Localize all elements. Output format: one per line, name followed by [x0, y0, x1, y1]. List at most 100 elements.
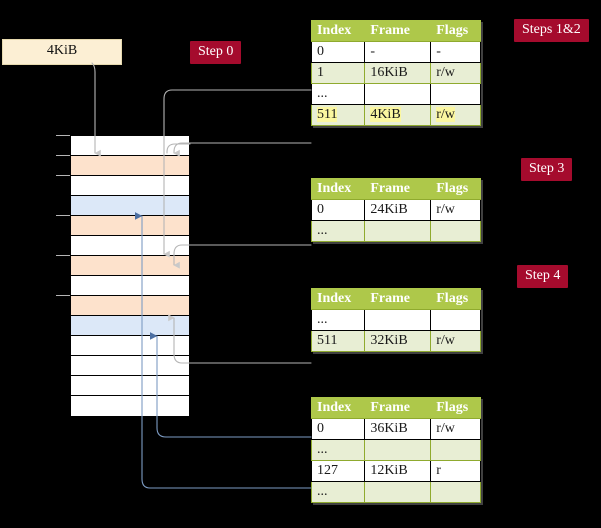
cell-text: 32KiB [370, 333, 408, 348]
memory-frame-row [71, 276, 189, 296]
memory-row-tick [56, 295, 70, 296]
cell-flags: r/w [430, 62, 481, 84]
badge-steps-1-2: Steps 1&2 [514, 19, 589, 42]
cell-frame: 12KiB [364, 460, 432, 482]
memory-frame-row [71, 396, 189, 416]
cell-frame: 16KiB [364, 62, 432, 84]
cell-text: ... [317, 86, 328, 101]
column-header-frame: Frame [364, 288, 432, 310]
column-header-flags: Flags [430, 20, 481, 42]
badge-step-3: Step 3 [521, 158, 573, 181]
cell-index: 0 [310, 418, 366, 440]
cell-text: ... [317, 484, 328, 499]
physical-memory-column [70, 135, 190, 416]
cell-index: ... [310, 309, 366, 331]
cell-index: 511 [310, 104, 366, 126]
cell-text: r/w [436, 421, 455, 436]
column-header-index: Index [310, 178, 366, 200]
column-header-index: Index [310, 20, 366, 42]
cell-index: 0 [310, 199, 366, 221]
memory-frame-row [71, 156, 189, 176]
cell-text: - [370, 44, 375, 59]
wire-table1-511-to-mem-row2 [173, 142, 312, 157]
memory-frame-row [71, 296, 189, 316]
cell-flags: - [430, 41, 481, 63]
table-row: ... [310, 309, 481, 331]
cell-text: 24KiB [370, 202, 408, 217]
cell-flags [430, 481, 481, 503]
cell-frame: - [364, 41, 432, 63]
cell-frame: 24KiB [364, 199, 432, 221]
cell-index: ... [310, 83, 366, 105]
memory-row-tick [56, 175, 70, 176]
column-header-frame: Frame [364, 178, 432, 200]
cell-text: ... [317, 442, 328, 457]
cell-frame [364, 220, 432, 242]
table-row: 127 12KiB r [310, 460, 481, 482]
cell-frame: 4KiB [364, 104, 432, 126]
column-header-flags: Flags [430, 178, 481, 200]
table-row: ... [310, 481, 481, 503]
cell-flags: r [430, 460, 481, 482]
column-header-index: Index [310, 397, 366, 419]
cell-text: ... [317, 223, 328, 238]
wire-table3-to-mem-row8 [168, 314, 312, 364]
memory-frame-row [71, 176, 189, 196]
cell-flags [430, 439, 481, 461]
cell-flags: r/w [430, 104, 481, 126]
cell-text: 0 [317, 202, 324, 217]
wire-table2-to-mem-row6 [173, 244, 312, 269]
cell-text: r/w [436, 65, 455, 80]
memory-row-tick [56, 215, 70, 216]
memory-frame-row [71, 236, 189, 256]
badge-step-0: Step 0 [190, 41, 242, 64]
memory-frame-row [71, 336, 189, 356]
table-row: 0 36KiB r/w [310, 418, 481, 440]
cell-text: 0 [317, 44, 324, 59]
cell-flags [430, 309, 481, 331]
memory-frame-row [71, 216, 189, 236]
table-row: ... [310, 83, 481, 105]
memory-frame-row [71, 356, 189, 376]
memory-frame-row [71, 376, 189, 396]
memory-frame-row [71, 196, 189, 216]
cell-index: ... [310, 481, 366, 503]
cell-text: 127 [317, 463, 338, 478]
cell-text: ... [317, 312, 328, 327]
cell-flags: r/w [430, 418, 481, 440]
cell-text: r/w [436, 333, 455, 348]
memory-row-tick [56, 155, 70, 156]
table-row: 511 4KiB r/w [310, 104, 481, 126]
cell-flags: r/w [430, 330, 481, 352]
table-row: 0 24KiB r/w [310, 199, 481, 221]
memory-row-tick [56, 135, 70, 136]
table-row: ... [310, 439, 481, 461]
cell-text: 0 [317, 421, 324, 436]
cell-text: 4KiB [370, 107, 401, 122]
column-header-flags: Flags [430, 397, 481, 419]
cell-index: 1 [310, 62, 366, 84]
cell-text: 511 [317, 333, 338, 348]
cell-text: 36KiB [370, 421, 408, 436]
cell-text: r/w [436, 202, 455, 217]
cell-flags [430, 83, 481, 105]
cell-index: 127 [310, 460, 366, 482]
cell-text: r/w [436, 107, 455, 122]
cell-text: 511 [317, 107, 338, 122]
cell-flags [430, 220, 481, 242]
column-header-frame: Frame [364, 397, 432, 419]
badge-step-4: Step 4 [517, 265, 569, 288]
table-row: 0 - - [310, 41, 481, 63]
column-header-flags: Flags [430, 288, 481, 310]
cell-text: - [436, 44, 441, 59]
cell-text: 12KiB [370, 463, 408, 478]
cell-frame [364, 439, 432, 461]
cell-index: ... [310, 220, 366, 242]
cell-text: r [436, 463, 441, 478]
